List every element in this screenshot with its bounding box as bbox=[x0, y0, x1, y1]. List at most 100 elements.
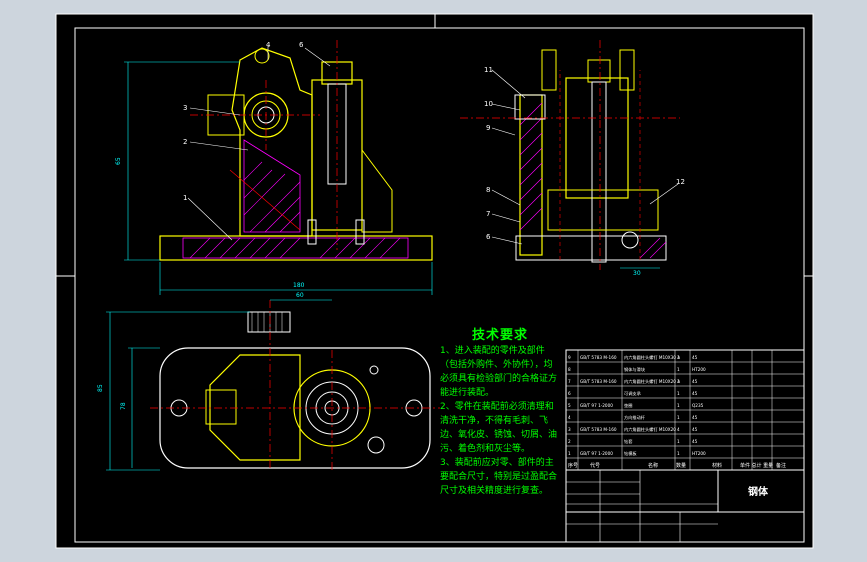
side-base bbox=[515, 235, 667, 261]
bom-cell: 45 bbox=[692, 439, 698, 444]
balloon-side-9: 9 bbox=[486, 124, 490, 132]
side-lower-block bbox=[547, 189, 659, 231]
tech-requirements: 1、进入装配的零件及部件（包括外购件、外协件），均必须具有检验部门的合格证方能进… bbox=[440, 344, 558, 498]
bom-cell: 1 bbox=[677, 391, 680, 396]
side-shaft bbox=[591, 81, 607, 263]
balloon-side-12: 12 bbox=[676, 178, 685, 186]
bom-cell: 内六角圆柱头螺钉 M10X20 A bbox=[624, 378, 680, 385]
bom-cell: 45 bbox=[692, 355, 698, 360]
dim-front-height: 65 bbox=[115, 157, 122, 165]
top-hole bbox=[254, 48, 270, 64]
side-fork-left bbox=[541, 49, 557, 91]
base-section bbox=[182, 237, 409, 259]
dim-front-width: 180 bbox=[293, 282, 305, 289]
bom-cell: 8 bbox=[568, 367, 571, 372]
bom-cell: 可调支承 bbox=[624, 390, 642, 397]
tech-requirements-title: 技术要求 bbox=[472, 328, 529, 343]
balloon-front-3: 3 bbox=[183, 104, 187, 112]
bolt-right bbox=[355, 219, 365, 245]
bom-header-cell: 序号 bbox=[568, 462, 578, 469]
bom-header-cell: 数量 bbox=[676, 462, 686, 469]
bom-cell: 45 bbox=[692, 379, 698, 384]
balloon-side-6: 6 bbox=[486, 233, 491, 241]
bom-cell: 1 bbox=[677, 379, 680, 384]
side-body bbox=[565, 77, 629, 199]
bom-cell: 1 bbox=[568, 451, 571, 456]
balloon-front-4: 4 bbox=[266, 41, 271, 49]
balloon-side-7: 7 bbox=[486, 210, 490, 218]
balloon-front-2: 2 bbox=[183, 138, 187, 146]
rib bbox=[361, 148, 393, 233]
bom-cell: 1 bbox=[677, 355, 680, 360]
bom-cell: 1 bbox=[677, 451, 680, 456]
dim-side: 30 bbox=[633, 270, 641, 277]
bom-cell: GB/T 97 1-2000 bbox=[580, 403, 613, 408]
bom-cell: 45 bbox=[692, 415, 698, 420]
balloon-front-1: 1 bbox=[183, 194, 187, 202]
bom-header-cell: 备注 bbox=[776, 462, 786, 469]
bom-cell: 内六角圆柱头螺钉 M10X20 bbox=[624, 426, 676, 433]
bom-cell: 1 bbox=[677, 367, 680, 372]
top-body bbox=[209, 354, 301, 461]
bom-cell: GB/T 5783 M-160 bbox=[580, 355, 617, 360]
dim-top-width: 60 bbox=[296, 292, 304, 299]
bom-cell: 45 bbox=[692, 427, 698, 432]
body-section bbox=[243, 139, 301, 233]
bom-cell: 7 bbox=[568, 379, 571, 384]
inner-border bbox=[74, 27, 805, 543]
front-view: 65 180 4 6 3 2 1 bbox=[115, 40, 433, 295]
bom-cell: 内六角圆柱头螺钉 M10X30 A bbox=[624, 354, 680, 361]
bom-cell: 方向推动杆 bbox=[624, 414, 646, 421]
bom-cell: 1 bbox=[677, 403, 680, 408]
bom-cell: 1 bbox=[677, 415, 680, 420]
bom-header-cell: 代号 bbox=[590, 462, 600, 469]
section-line bbox=[229, 169, 301, 231]
top-small-hole bbox=[369, 365, 379, 375]
bom-cell: GB/T 5783 M-160 bbox=[580, 427, 617, 432]
bom-cell: 垫圈 bbox=[624, 402, 632, 409]
tech-requirement-3: 3、装配前应对零、部件的主要配合尺寸，特别是过盈配合尺寸及相关精度进行复查。 bbox=[440, 458, 558, 496]
bom-cell: 钢体与滑块 bbox=[624, 366, 646, 373]
side-view: 11 10 9 8 7 6 12 30 bbox=[460, 40, 685, 277]
side-fork-right bbox=[619, 49, 635, 91]
bom-cell: GB/T 97 1-2000 bbox=[580, 451, 613, 456]
bom-cell: 6 bbox=[568, 391, 571, 396]
bom-cell: 4 bbox=[568, 415, 571, 420]
title-block-name: 钢体 bbox=[748, 485, 769, 498]
balloon-side-11: 11 bbox=[484, 66, 493, 74]
bom-cell: HT200 bbox=[692, 451, 706, 456]
bom-header-cell: 单件 总计 重量 bbox=[740, 462, 773, 469]
balloon-side-8: 8 bbox=[486, 186, 490, 194]
top-dowel-hole bbox=[367, 436, 385, 454]
dim-top-inner: 78 bbox=[120, 402, 127, 410]
knurled-knob bbox=[514, 94, 546, 120]
dim-top-outer: 85 bbox=[97, 384, 104, 392]
bom-cell: Q235 bbox=[692, 403, 704, 408]
drawing-sheet bbox=[56, 14, 813, 548]
bom-cell: 1 bbox=[677, 439, 680, 444]
bom-cell: 5 bbox=[568, 403, 571, 408]
bolt-left bbox=[307, 219, 317, 245]
bom-cell: 3 bbox=[568, 427, 571, 432]
top-side-boss bbox=[205, 389, 237, 425]
bom-cell: 钻模板 bbox=[624, 450, 637, 457]
bom-cell: 9 bbox=[568, 355, 571, 360]
tech-requirement-2: 2、零件在装配前必须清理和清洗干净，不得有毛刺、飞边、氧化皮、锈蚀、切屑、油污、… bbox=[440, 402, 558, 454]
bom-header-cell: 材料 bbox=[712, 462, 722, 469]
bom-cell: 2 bbox=[568, 439, 571, 444]
bom-cell: 钻套 bbox=[624, 438, 633, 445]
top-knurled-knob bbox=[247, 311, 291, 333]
bom-cell: HT200 bbox=[692, 367, 706, 372]
bom-header-cell: 名称 bbox=[648, 462, 658, 469]
bom-cell: 4 bbox=[677, 427, 680, 432]
bom-cell: GB/T 5783 M-160 bbox=[580, 379, 617, 384]
tech-requirement-1: 1、进入装配的零件及部件（包括外购件、外协件），均必须具有检验部门的合格证方能进… bbox=[440, 346, 558, 398]
balloon-side-10: 10 bbox=[484, 100, 493, 108]
top-view: 85 78 60 bbox=[97, 292, 440, 471]
side-pin bbox=[621, 231, 639, 249]
balloon-front-6: 6 bbox=[299, 41, 304, 49]
bom-cell: 45 bbox=[692, 391, 698, 396]
